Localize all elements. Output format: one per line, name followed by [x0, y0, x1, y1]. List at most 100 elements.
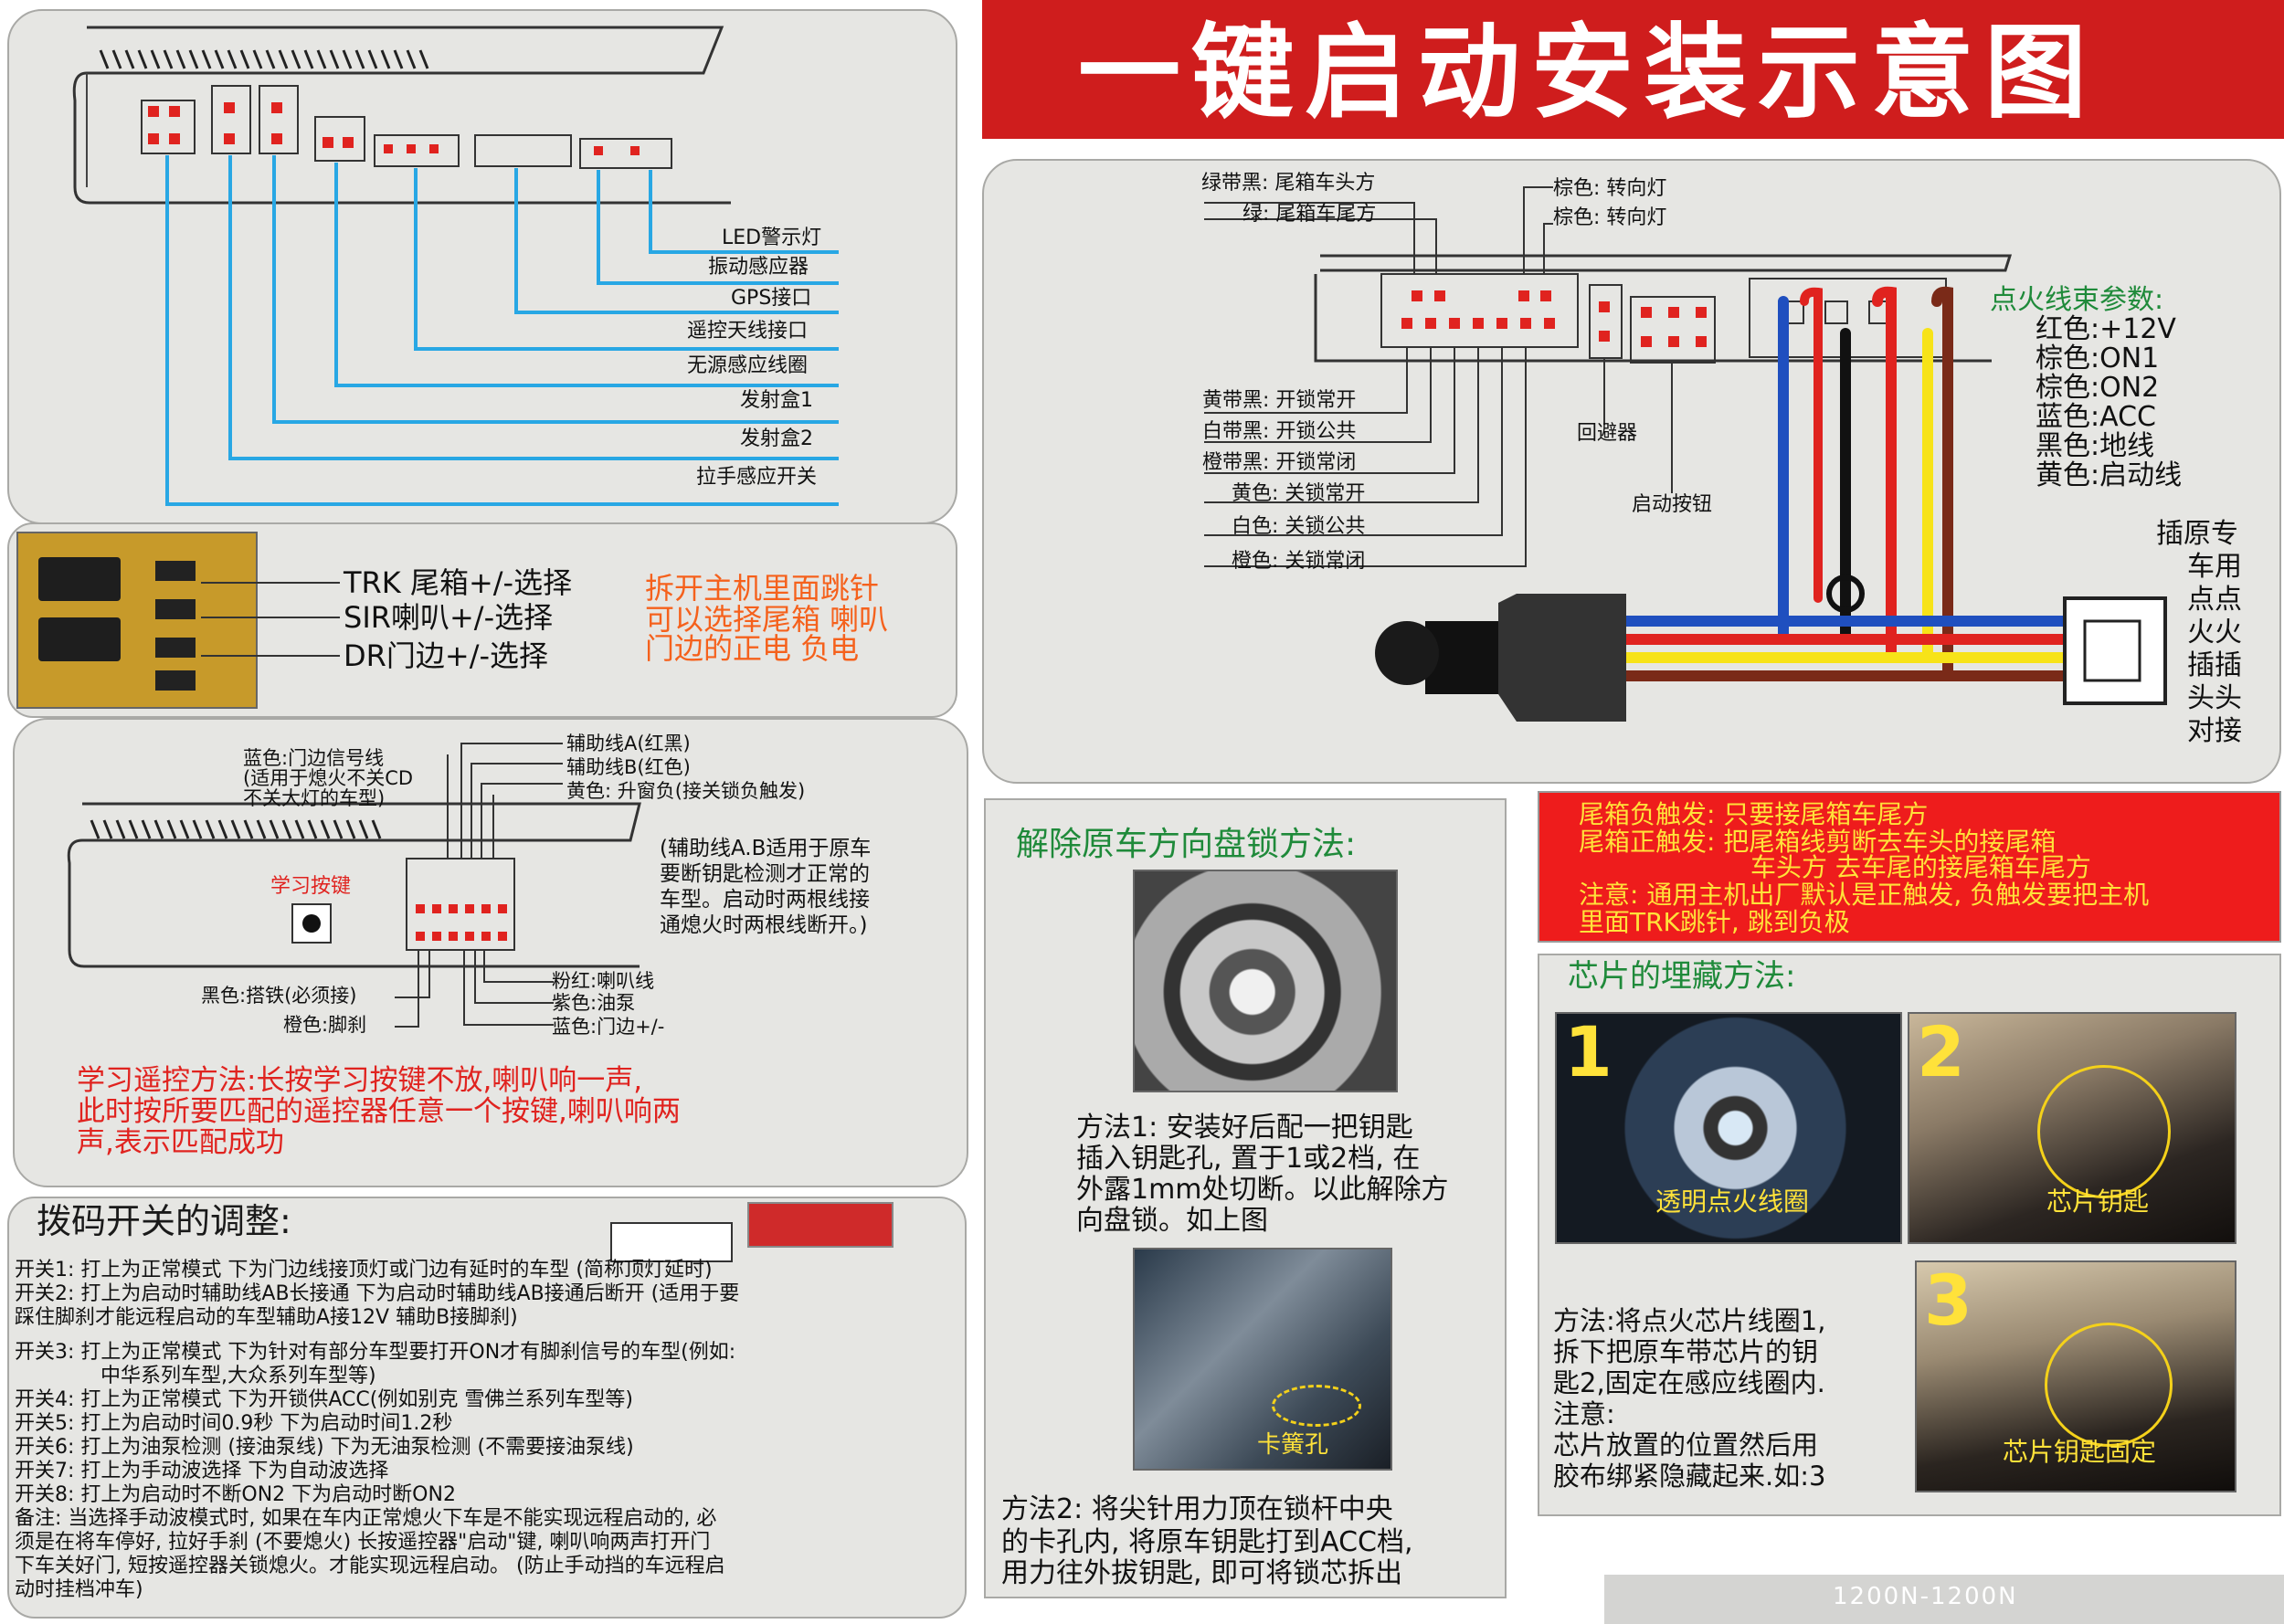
lock-nc-label: 橙色: 关锁常闭: [1232, 550, 1366, 573]
conn-vibration-label: 振动感应器: [708, 256, 809, 279]
dip-panel: [7, 1197, 967, 1619]
plug-note-6: 头头: [2187, 682, 2242, 714]
plug-note-2: 车用: [2187, 551, 2242, 583]
aux-note-4: 通熄火时两根线断开。): [660, 913, 868, 937]
key-cylinder-photo: [1133, 870, 1398, 1092]
aux-note-2: 要断钥匙检测才正常的: [660, 862, 870, 886]
dip-switch-photo: [747, 1202, 894, 1248]
method1-line-4: 向盘锁。如上图: [1076, 1205, 1268, 1237]
avoid-label: 回避器: [1577, 422, 1638, 445]
jumper-note-3: 门边的正电 负电: [645, 631, 860, 666]
plug-note-4: 火火: [2187, 617, 2242, 649]
dip-line-13: 下车关好门, 短按遥控器关锁熄火。才能实现远程启动。 (防止手动挡的车远程启: [15, 1555, 725, 1577]
dip-line-8: 开关6: 打上为油泵检测 (接油泵线) 下为无油泵检测 (不需要接油泵线): [15, 1436, 634, 1459]
aux-a-label: 辅助线A(红黑): [566, 733, 691, 754]
ignition-black: 黑色:地线: [2036, 430, 2155, 462]
lock-core-photo: [1133, 1248, 1392, 1471]
conn-handle-label: 拉手感应开关: [696, 466, 818, 489]
chip-method-2: 拆下把原车带芯片的钥: [1553, 1336, 1819, 1367]
harness-panel: [13, 718, 968, 1187]
learn-method-1: 学习遥控方法:长按学习按键不放,喇叭响一声,: [77, 1064, 643, 1097]
trunk-head-wire-label: 绿带黑: 尾箱车头方: [1201, 172, 1376, 195]
unlock-no-label: 黄带黑: 开锁常开: [1202, 389, 1357, 412]
ignition-blue: 蓝色:ACC: [2036, 401, 2156, 433]
trunk-line-5: 里面TRK跳针, 跳到负极: [1579, 907, 1850, 937]
plug-note-3: 点点: [2187, 584, 2242, 616]
lock-no-label: 黄色: 关锁常开: [1232, 482, 1366, 505]
main-unit-drawing: [72, 26, 839, 506]
unlock-com-label: 白带黑: 开锁公共: [1202, 420, 1357, 443]
method2-line-1: 方法2: 将尖针用力顶在锁杆中央: [1001, 1493, 1393, 1525]
door-label: 蓝色:门边+/-: [552, 1016, 665, 1038]
ignition-brown-2: 棕色:ON2: [2036, 372, 2160, 404]
oil-pump-label: 紫色:油泵: [552, 992, 636, 1014]
dip-line-12: 须是在将车停好, 拉好手刹 (不要熄火) 长按遥控器"启动"键, 喇叭响两声打开…: [15, 1531, 711, 1554]
steering-title: 解除原车方向盘锁方法:: [1016, 826, 1357, 863]
jumper-note-2: 可以选择尾箱 喇叭: [645, 602, 889, 637]
trunk-tail-wire-label: 绿: 尾箱车尾方: [1242, 203, 1377, 226]
page-title: 一键启动安装示意图: [1078, 14, 2098, 132]
lock-com-label: 白色: 关锁公共: [1232, 515, 1366, 538]
dip-line-11: 备注: 当选择手动波模式时, 如果在车内正常熄火下车是不能实现远程启动的, 必: [15, 1507, 717, 1530]
dip-title: 拨码开关的调整:: [37, 1201, 291, 1241]
circuit-board-photo: [16, 532, 258, 709]
chip-photo-2-number: 2: [1917, 1011, 1965, 1092]
jumper-note-1: 拆开主机里面跳针: [645, 571, 880, 606]
chip-title: 芯片的埋藏方法:: [1568, 958, 1796, 995]
door-signal-line-1: 蓝色:门边信号线: [243, 747, 385, 769]
ignition-yellow: 黄色:启动线: [2036, 459, 2183, 491]
trunk-line-4: 注意: 通用主机出厂默认是正触发, 负触发要把主机: [1579, 880, 2150, 910]
method1-line-3: 外露1mm处切断。以此解除方: [1076, 1174, 1449, 1206]
aux-b-label: 辅助线B(红色): [566, 756, 691, 778]
chip-photo-2-label: 芯片钥匙: [2046, 1186, 2150, 1217]
ignition-red: 红色:+12V: [2036, 313, 2176, 345]
chip-photo-1-number: 1: [1564, 1011, 1613, 1092]
harness-drawing: [67, 743, 641, 1028]
trunk-line-1: 尾箱负触发: 只要接尾箱车尾方: [1579, 799, 1929, 829]
plug-note-7: 对接: [2187, 715, 2242, 747]
clip-hole-label: 卡簧孔: [1257, 1431, 1329, 1459]
trunk-line-2: 尾箱正触发: 把尾箱线剪断去车头的接尾箱: [1579, 827, 2057, 857]
ground-label: 黑色:搭铁(必须接): [201, 985, 357, 1007]
chip-method-5: 芯片放置的位置然后用: [1553, 1429, 1819, 1461]
start-button-label: 启动按钮: [1632, 493, 1713, 516]
conn-tx1-label: 发射盒1: [740, 389, 813, 412]
turn-signal-label-1: 棕色: 转向灯: [1553, 177, 1667, 200]
dip-line-7: 开关5: 打上为启动时间0.9秒 下为启动时间1.2秒: [15, 1412, 453, 1435]
title-bar: [982, 0, 2284, 139]
chip-photo-3-number: 3: [1924, 1260, 1972, 1341]
brake-label: 橙色:脚刹: [283, 1014, 367, 1036]
chip-method-1: 方法:将点火芯片线圈1,: [1553, 1305, 1826, 1336]
conn-gps-label: GPS接口: [731, 287, 812, 310]
dip-line-4: 开关3: 打上为正常模式 下为针对有部分车型要打开ON才有脚刹信号的车型(例如:: [15, 1341, 736, 1364]
unlock-nc-label: 橙带黑: 开锁常闭: [1202, 451, 1357, 474]
chip-photo-3: [1915, 1260, 2236, 1492]
chip-method-4: 注意:: [1553, 1398, 1615, 1429]
ignition-title: 点火线束参数:: [1990, 284, 2164, 316]
horn-label: 粉红:喇叭线: [552, 970, 655, 992]
window-label: 黄色: 升窗负(接关锁负触发): [566, 780, 806, 802]
conn-led-label: LED警示灯: [722, 227, 822, 249]
method2-line-2: 的卡孔内, 将原车钥匙打到ACC档,: [1001, 1526, 1413, 1558]
conn-antenna-label: 遥控天线接口: [687, 320, 809, 343]
door-signal-line-2: (适用于熄火不关CD: [243, 767, 414, 789]
dip-line-14: 动时挂档冲车): [15, 1578, 143, 1601]
learn-method-3: 声,表示匹配成功: [77, 1126, 284, 1159]
jumper-trk-label: TRK 尾箱+/-选择: [344, 565, 573, 600]
model-code-bar: [1604, 1575, 2284, 1624]
ignition-brown-1: 棕色:ON1: [2036, 343, 2160, 374]
chip-photo-1: [1555, 1012, 1902, 1244]
conn-coil-label: 无源感应线圈: [687, 354, 809, 377]
chip-photo-2: [1908, 1012, 2236, 1244]
dip-line-5: 中华系列车型,大众系列车型等): [100, 1365, 376, 1387]
trunk-line-3: 车头方 去车尾的接尾箱车尾方: [1750, 852, 2091, 882]
learn-key-label: 学习按键: [270, 875, 352, 898]
method2-line-3: 用力往外拔钥匙, 即可将锁芯拆出: [1001, 1557, 1403, 1589]
dip-line-3: 踩住脚刹才能远程启动的车型辅助A接12V 辅助B接脚刹): [15, 1306, 518, 1329]
chip-method-3: 匙2,固定在感应线圈内.: [1553, 1367, 1825, 1398]
method1-line-1: 方法1: 安装好后配一把钥匙: [1076, 1112, 1413, 1144]
dip-line-6: 开关4: 打上为正常模式 下为开锁供ACC(例如别克 雪佛兰系列车型等): [15, 1388, 633, 1411]
dip-line-9: 开关7: 打上为手动波选择 下为自动波选择: [15, 1460, 389, 1482]
lock-wiring-drawing: [1204, 186, 2167, 722]
chip-photo-1-label: 透明点火线圈: [1655, 1186, 1810, 1217]
